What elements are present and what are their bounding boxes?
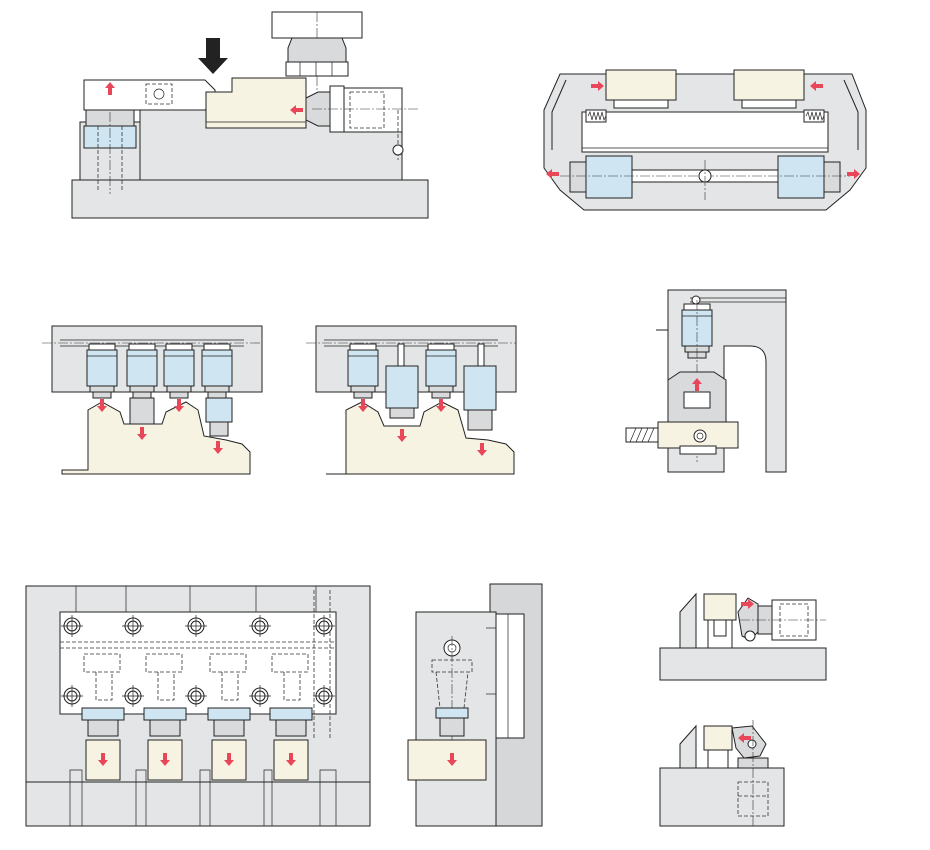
base-plate [71, 179, 429, 219]
spindle-collet [285, 61, 349, 77]
clamp-lever-arm [83, 79, 216, 111]
workpiece-lever-h [703, 593, 737, 621]
figure-side-clamp-assembly [71, 11, 429, 219]
side-cylinder-body [343, 87, 403, 133]
workpiece-right [733, 69, 805, 101]
figure-swing-lever-vertical [659, 720, 785, 827]
station-4 [269, 707, 313, 781]
figure-multi-station-fixture [25, 585, 371, 827]
figure-dual-horizontal-clamp [543, 69, 867, 211]
figure-stepped-workpiece-clamp-b [306, 325, 517, 475]
cylinder-right [777, 155, 825, 199]
station-2 [143, 707, 187, 781]
workpiece [205, 77, 307, 129]
base-block-h [659, 647, 827, 681]
base-block-v [659, 767, 785, 827]
figure-swing-lever-horizontal [659, 592, 827, 681]
clamping-force-arrow [198, 38, 228, 74]
station-3 [207, 707, 251, 781]
workpiece-left [605, 69, 677, 101]
station-1 [81, 707, 125, 781]
cylinder-left [585, 155, 633, 199]
figure-bracket-support-clamp [625, 289, 787, 473]
spindle-nose [287, 37, 347, 63]
workpiece-lever-v [703, 725, 733, 751]
figure-side-view-fixture [407, 583, 543, 827]
figure-stepped-workpiece-clamp-a [42, 325, 263, 475]
